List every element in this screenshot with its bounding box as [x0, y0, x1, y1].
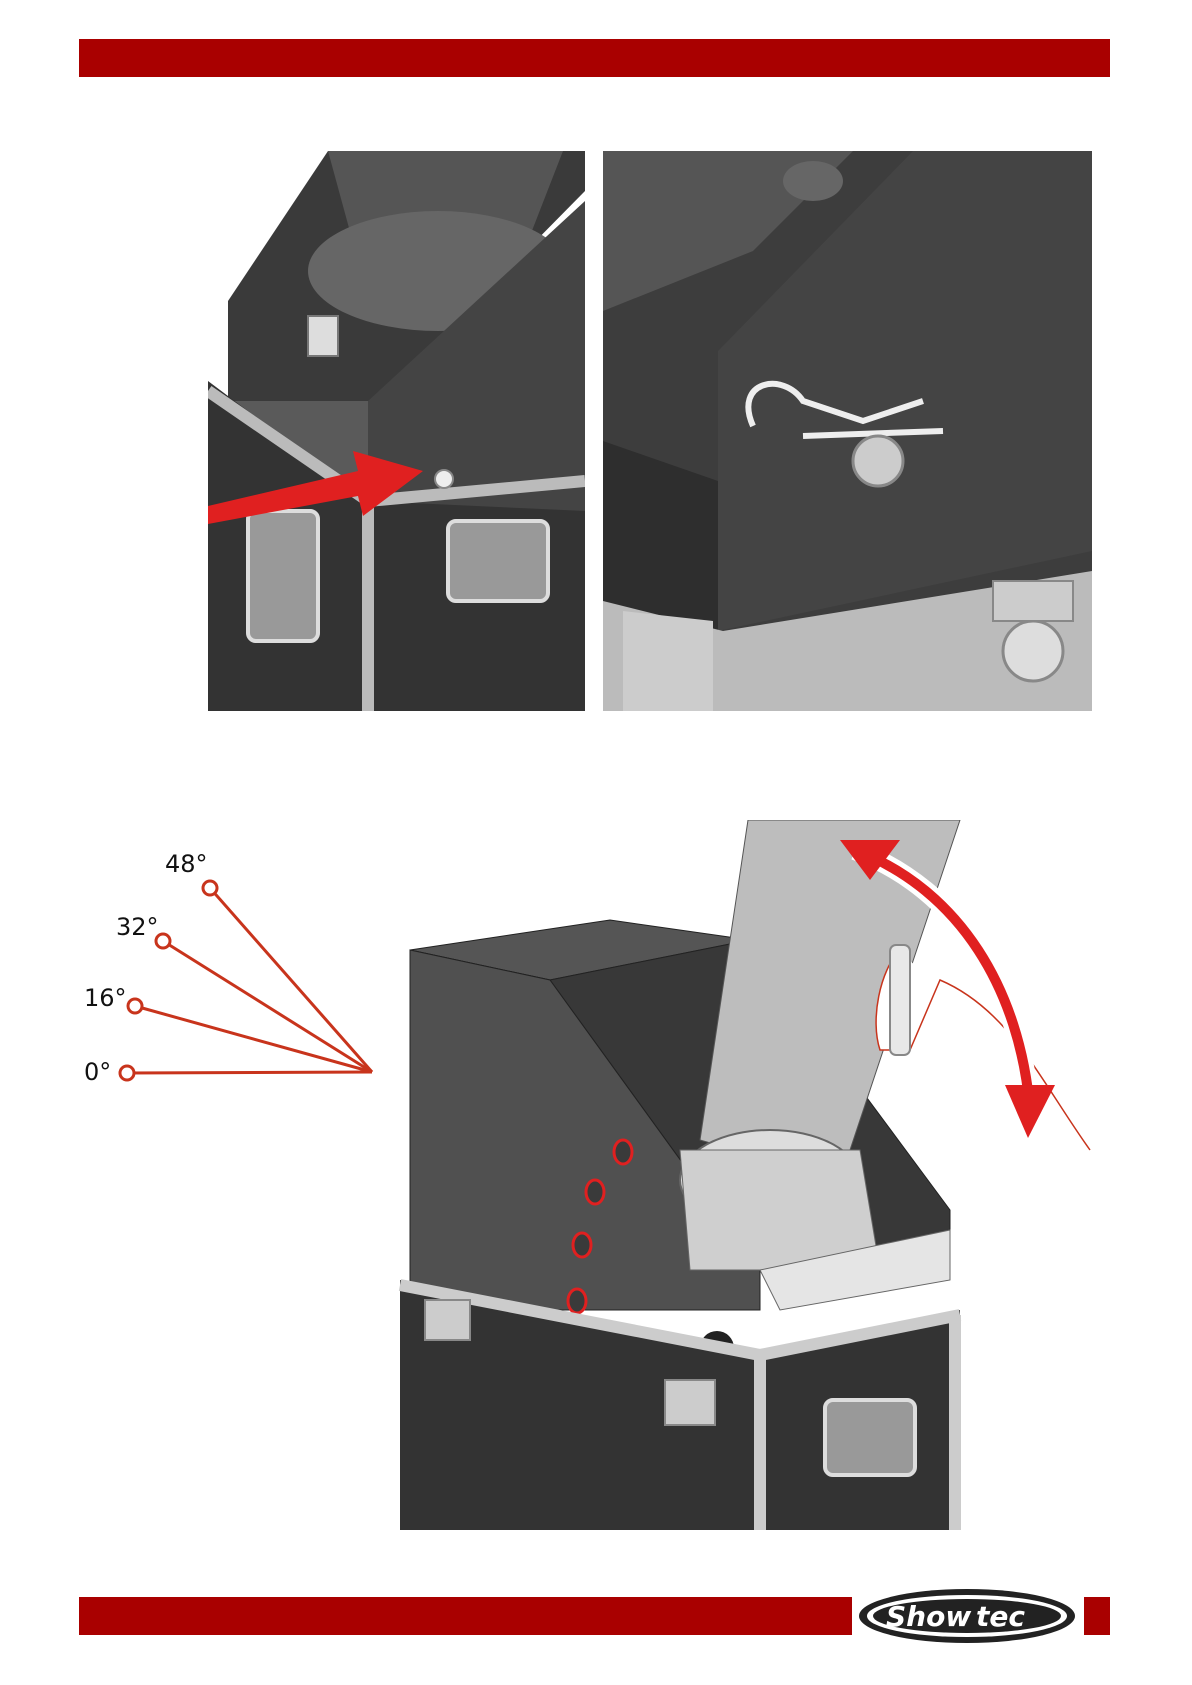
- r-clip-insert-illustration: [208, 151, 585, 711]
- showtec-logo: Show tec: [856, 1586, 1078, 1646]
- angle-label-16: 16°: [84, 984, 127, 1012]
- angle-label-48: 48°: [165, 850, 208, 878]
- header-bar: [79, 39, 1110, 77]
- tilt-angle-illustration: [80, 820, 1100, 1530]
- r-clip-secured-illustration: [603, 151, 1092, 711]
- footer-bar-page-tab: [1084, 1597, 1110, 1635]
- angle-label-32: 32°: [116, 913, 159, 941]
- logo-text-left: Show: [886, 1600, 971, 1633]
- footer-bar: [79, 1597, 852, 1635]
- logo-text-right: tec: [976, 1600, 1025, 1633]
- angle-label-0: 0°: [84, 1058, 111, 1086]
